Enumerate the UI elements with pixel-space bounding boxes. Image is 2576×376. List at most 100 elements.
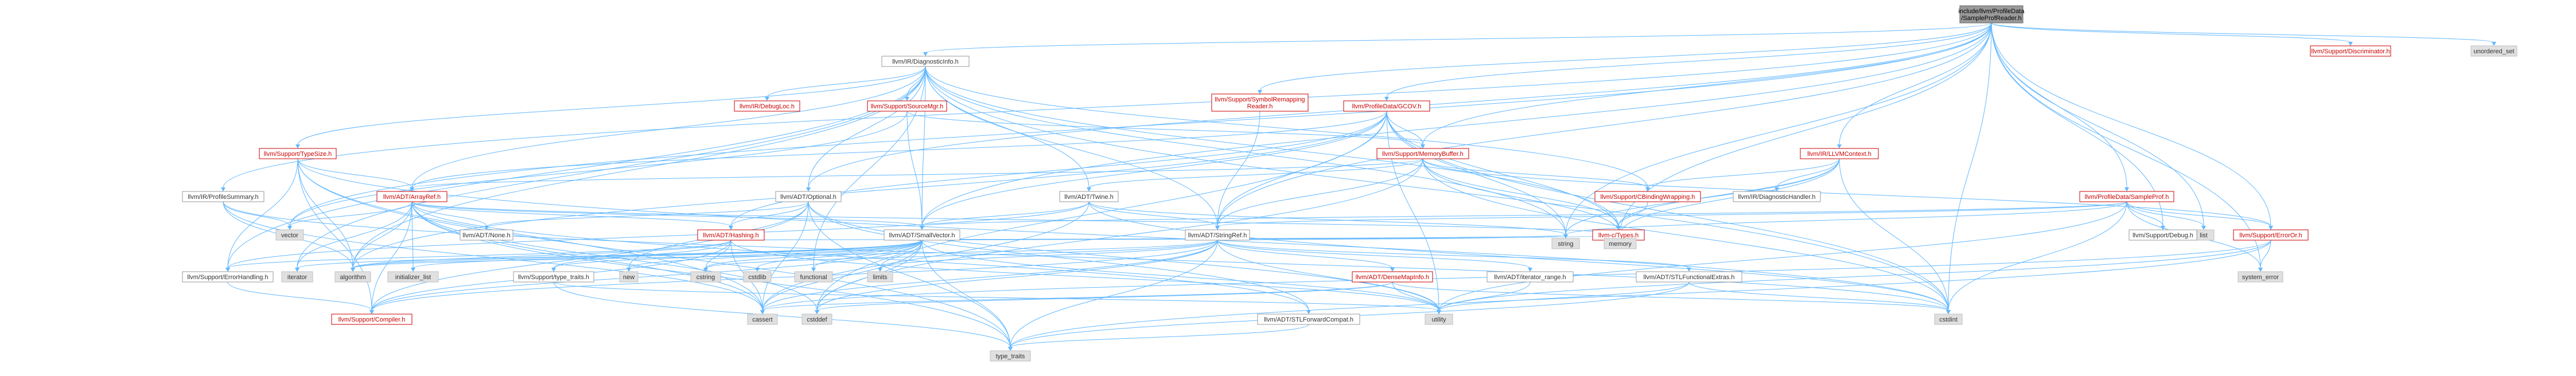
edge-arrowhead (1008, 347, 1013, 351)
node-label: llvm/Support/SourceMgr.h (871, 103, 944, 110)
node-typetraitsh[interactable]: llvm/Support/type_traits.h (513, 271, 594, 283)
node-box (884, 229, 960, 241)
node-box (376, 191, 448, 202)
edge-errorhandling-to-compiler (227, 281, 372, 311)
node-box (867, 271, 893, 283)
node-stlfunc[interactable]: llvm/ADT/STLFunctionalExtras.h (1636, 271, 1742, 283)
node-errorhandling[interactable]: llvm/Support/ErrorHandling.h (182, 271, 274, 283)
edge-symremap-to-stringref (1217, 111, 1260, 227)
node-label: limits (873, 274, 888, 281)
edge-arrayref-to-hashing (411, 201, 731, 227)
edge-errorerr-to-system_error (2260, 240, 2271, 269)
node-box (794, 271, 833, 283)
node-box (1551, 238, 1580, 249)
edge-root-to-profsummary (223, 22, 1992, 189)
node-box (1257, 314, 1360, 325)
edge-root-to-string (1565, 22, 1992, 236)
node-sourcemgr[interactable]: llvm/Support/SourceMgr.h (867, 100, 947, 112)
node-diaghandler[interactable]: llvm/IR/DiagnosticHandler.h (1733, 191, 1821, 202)
edge-root-to-cstdint (1948, 22, 1992, 311)
edge-root-to-stringref (1217, 22, 1992, 227)
node-compiler[interactable]: llvm/Support/Compiler.h (331, 314, 413, 325)
node-none[interactable]: llvm/ADT/None.h (460, 229, 513, 241)
edge-arrowhead (369, 310, 374, 314)
edge-smallvector-to-cstdlib (757, 240, 923, 269)
edge-membuffer-to-cbinding (1422, 158, 1648, 189)
node-debugloc[interactable]: llvm/IR/DebugLoc.h (734, 100, 800, 112)
edge-arrowhead (410, 187, 414, 191)
edge-root-to-sampleprof (1991, 22, 2127, 189)
edge-gcov-to-algorithm (352, 111, 1387, 269)
node-box (990, 350, 1031, 362)
edge-twine-to-cassert (762, 201, 1089, 311)
node-typesize[interactable]: llvm/Support/TypeSize.h (259, 148, 337, 159)
node-label: llvm/ADT/Hashing.h (703, 232, 758, 239)
edge-smallvector-to-initlist (413, 240, 923, 269)
node-llvmcontext[interactable]: llvm/IR/LLVMContext.h (1800, 148, 1879, 159)
node-stringref[interactable]: llvm/ADT/StringRef.h (1185, 229, 1250, 241)
edge-root-to-system_error (1991, 22, 2261, 269)
node-hashing[interactable]: llvm/ADT/Hashing.h (697, 229, 765, 241)
node-sampleprof[interactable]: llvm/ProfileData/SampleProf.h (2079, 191, 2174, 202)
edge-arrowhead (729, 226, 733, 230)
edge-arrowhead (1087, 187, 1091, 191)
node-errorerr[interactable]: llvm/Support/ErrorOr.h (2233, 229, 2309, 241)
node-densemapinfo[interactable]: llvm/ADT/DenseMapInfo.h (1352, 271, 1433, 283)
edge-root-to-unordered_set (1991, 22, 2495, 43)
node-box (1733, 191, 1821, 202)
node-label: new (623, 274, 635, 281)
node-profsummary[interactable]: llvm/IR/ProfileSummary.h (182, 191, 264, 202)
edge-stlfunc-to-cstdint (1688, 281, 1949, 311)
node-membuffer[interactable]: llvm/Support/MemoryBuffer.h (1376, 148, 1469, 159)
node-label: iterator (287, 274, 308, 281)
edge-arrowhead (221, 187, 225, 191)
edge-membuffer-to-arrayref (411, 158, 1423, 189)
node-label: llvm/Support/Compiler.h (338, 316, 406, 323)
edge-stlfunc-to-utility (1438, 281, 1690, 311)
node-root[interactable]: include/llvm/ProfileData/SampleProfReade… (1959, 5, 2025, 23)
edge-arrowhead (1528, 268, 1532, 272)
edge-stlfwd-to-type_traits (1010, 324, 1309, 348)
node-discriminator[interactable]: llvm/Support/Discriminator.h (2310, 45, 2391, 57)
edge-arrowhead (2268, 226, 2273, 230)
edge-arrowhead (2492, 42, 2496, 46)
node-box (743, 271, 772, 283)
node-stlfwd[interactable]: llvm/ADT/STLForwardCompat.h (1257, 314, 1360, 325)
edge-twine-to-smallvector (921, 201, 1089, 227)
node-iterrange[interactable]: llvm/ADT/iterator_range.h (1487, 271, 1574, 283)
edge-stringref-to-cassert (762, 240, 1218, 311)
node-box (1185, 229, 1250, 241)
node-ctypes[interactable]: llvm-c/Types.h (1592, 229, 1645, 241)
node-smallvector[interactable]: llvm/ADT/SmallVector.h (884, 229, 960, 241)
edge-membuffer-to-cstdint (1422, 158, 1949, 311)
edge-diaginfo-to-stringref (925, 66, 1218, 227)
node-twine[interactable]: llvm/ADT/Twine.h (1059, 191, 1119, 202)
node-label: llvm/Support/TypeSize.h (264, 151, 332, 158)
node-arrayref[interactable]: llvm/ADT/ArrayRef.h (376, 191, 448, 202)
node-gcov[interactable]: llvm/ProfileData/GCOV.h (1343, 100, 1430, 112)
edge-sourcemgr-to-smallvector (906, 111, 923, 227)
node-label: include/llvm/ProfileData (1959, 8, 2025, 15)
edge-smallvector-to-functional (813, 240, 923, 269)
node-label: llvm/ADT/None.h (462, 232, 510, 239)
node-cbinding[interactable]: llvm/Support/CBindingWrapping.h (1594, 191, 1701, 202)
edge-root-to-diaginfo (925, 22, 1992, 53)
edge-arrowhead (806, 187, 811, 191)
node-box (281, 271, 313, 283)
edge-arrayref-to-stlfwd (411, 201, 1309, 311)
node-debug[interactable]: llvm/Support/Debug.h (2128, 229, 2197, 241)
node-box (387, 271, 439, 283)
node-label: functional (800, 274, 827, 281)
node-optional[interactable]: llvm/ADT/Optional.h (775, 191, 842, 202)
edge-typesize-to-errorhandling (227, 158, 298, 269)
edge-sampleprof-to-errorerr (2126, 201, 2271, 227)
edge-stringref-to-utility (1217, 240, 1439, 311)
edge-smallvector-to-utility (921, 240, 1439, 311)
edge-profsummary-to-vector (223, 201, 290, 227)
node-memory: memory (1604, 238, 1637, 249)
node-label: llvm/ADT/SmallVector.h (889, 232, 955, 239)
node-diaginfo[interactable]: llvm/IR/DiagnosticInfo.h (881, 56, 970, 67)
node-box (1636, 271, 1742, 283)
node-box (2470, 45, 2517, 57)
